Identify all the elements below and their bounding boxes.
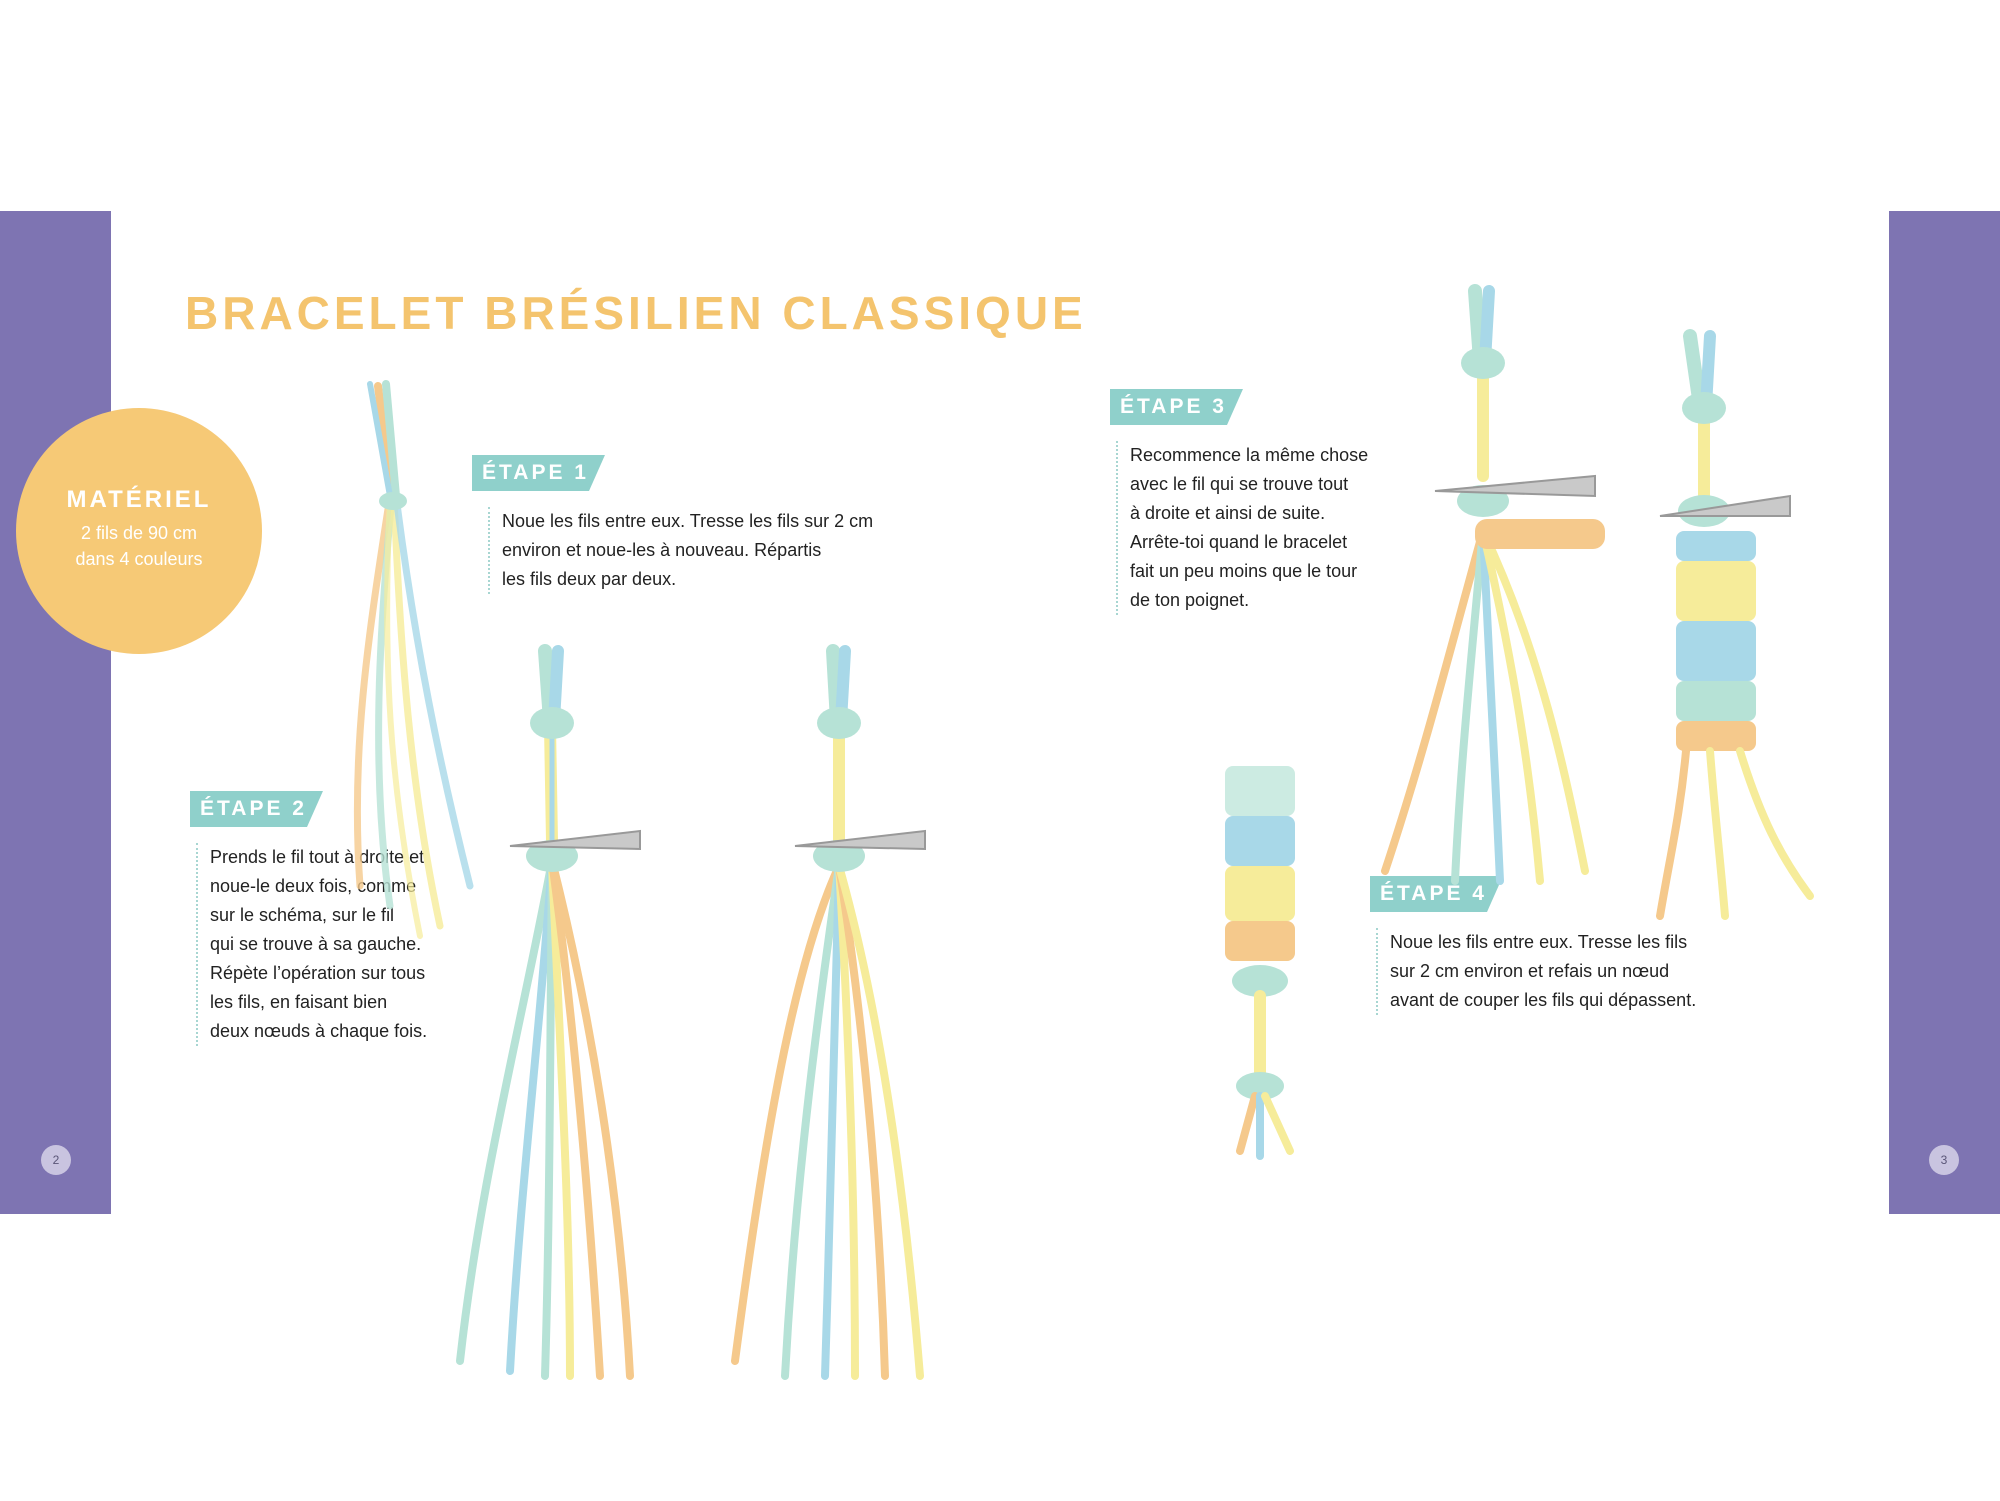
- step-1-label: Étape 1: [472, 455, 605, 491]
- step-1: Étape 1 Noue les fils entre eux. Tresse …: [472, 455, 873, 594]
- right-page-band: [1889, 211, 2000, 1214]
- step-4-label: Étape 4: [1370, 876, 1503, 912]
- step-3-line: de ton poignet.: [1130, 590, 1250, 610]
- materiel-heading: Matériel: [66, 486, 212, 513]
- step-2-line: qui se trouve à sa gauche.: [210, 934, 422, 954]
- page-number-right: 3: [1929, 1145, 1959, 1175]
- step-3-line: fait un peu moins que le tour: [1130, 561, 1358, 581]
- left-page-band: [0, 211, 111, 1214]
- step-4-text: Noue les fils entre eux. Tresse les fils…: [1376, 928, 1696, 1015]
- page-title: Bracelet brésilien classique: [185, 287, 1087, 339]
- step-2-label: Étape 2: [190, 791, 323, 827]
- illustration-braid-start: [353, 380, 474, 939]
- step-3-label: Étape 3: [1110, 389, 1243, 425]
- illustration-step2-knot-right: [456, 644, 641, 1380]
- step-4-line: Noue les fils entre eux. Tresse les fils: [1390, 932, 1688, 952]
- step-3-line: Recommence la même chose: [1130, 445, 1369, 465]
- step-2: Étape 2 Prends le fil tout à droite et n…: [190, 791, 427, 1046]
- illustration-step4-finished: [1225, 766, 1295, 1160]
- illustration-step3-row-progress: [1381, 284, 1605, 885]
- materiel-line: 2 fils de 90 cm: [80, 523, 198, 543]
- page-number-left: 2: [41, 1145, 71, 1175]
- step-4: Étape 4 Noue les fils entre eux. Tresse …: [1370, 876, 1696, 1015]
- step-1-text: Noue les fils entre eux. Tresse les fils…: [488, 507, 873, 594]
- step-2-line: Prends le fil tout à droite et: [210, 847, 425, 867]
- book-spread: Bracelet brésilien classique Matériel 2 …: [0, 211, 2000, 1380]
- step-2-text: Prends le fil tout à droite et noue-le d…: [196, 843, 427, 1046]
- step-4-line: avant de couper les fils qui dépassent.: [1390, 990, 1697, 1010]
- step-2-line: noue-le deux fois, comme: [210, 876, 417, 896]
- step-2-line: les fils, en faisant bien: [210, 992, 388, 1012]
- illustration-step3-rows-complete: [1656, 329, 1814, 920]
- step-1-line: Noue les fils entre eux. Tresse les fils…: [502, 511, 874, 531]
- step-1-line: les fils deux par deux.: [502, 569, 677, 589]
- step-2-line: deux nœuds à chaque fois.: [210, 1021, 428, 1041]
- materiel-line: dans 4 couleurs: [75, 549, 203, 569]
- step-3-line: avec le fil qui se trouve tout: [1130, 474, 1349, 494]
- step-3-line: à droite et ainsi de suite.: [1130, 503, 1326, 523]
- step-3: Étape 3 Recommence la même chose avec le…: [1110, 389, 1368, 615]
- step-2-line: Répète l’opération sur tous: [210, 963, 426, 983]
- step-3-line: Arrête-toi quand le bracelet: [1130, 532, 1348, 552]
- step-1-line: environ et noue-les à nouveau. Répartis: [502, 540, 822, 560]
- step-2-line: sur le schéma, sur le fil: [210, 905, 395, 925]
- step-4-line: sur 2 cm environ et refais un nœud: [1390, 961, 1670, 981]
- illustration-step2-knot-left: [731, 644, 926, 1380]
- materiel-badge: Matériel 2 fils de 90 cm dans 4 couleurs: [16, 408, 262, 654]
- step-3-text: Recommence la même chose avec le fil qui…: [1116, 441, 1368, 615]
